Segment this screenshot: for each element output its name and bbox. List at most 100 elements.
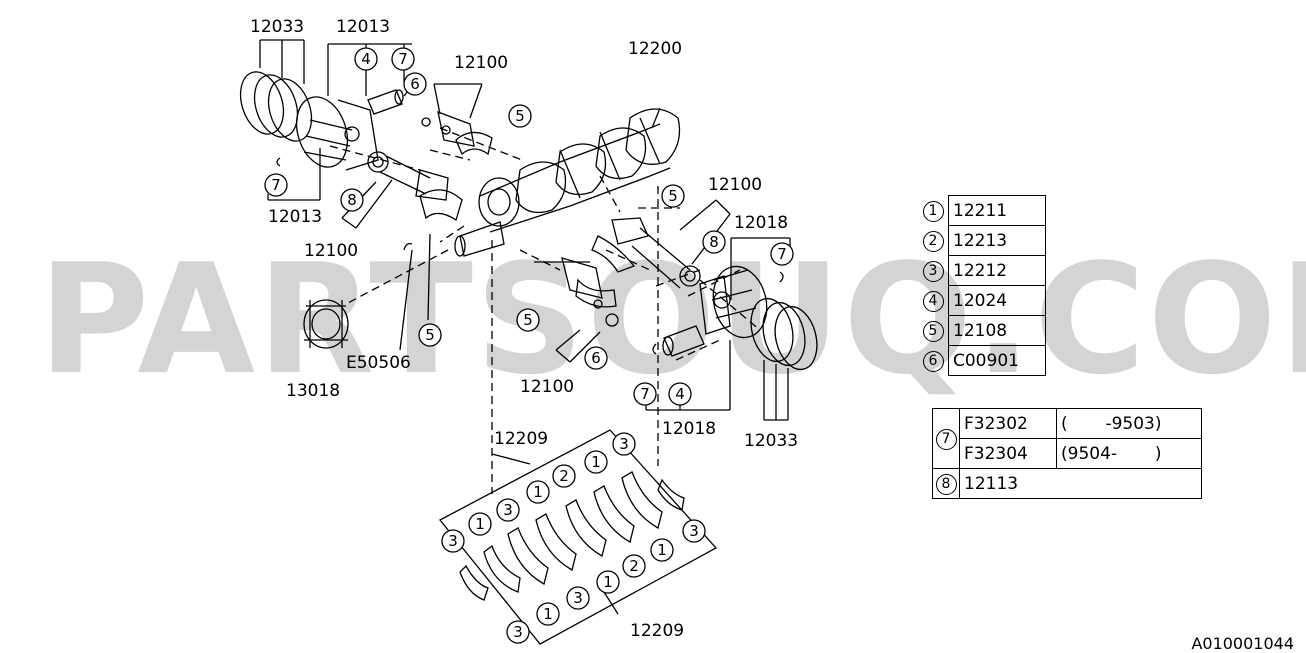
- marker-3[interactable]: 3: [573, 589, 583, 607]
- marker-1[interactable]: 1: [475, 515, 485, 533]
- variant-row: 7 F32302 ( -9503): [932, 408, 1202, 469]
- variant-code-cell[interactable]: F32302: [959, 408, 1057, 439]
- marker-7[interactable]: 7: [271, 176, 281, 194]
- callout-rings-right[interactable]: 12033: [744, 431, 798, 451]
- reference-key-cell: 4: [918, 286, 949, 316]
- variant-row: 8 12113: [932, 468, 1202, 499]
- reference-code-cell[interactable]: 12108: [948, 315, 1046, 346]
- part-number-callouts: 12033 12013 12013 12100 12100 12200 1210…: [250, 17, 798, 641]
- piston-pin-right[interactable]: [662, 325, 705, 357]
- reference-key-circle: 3: [922, 260, 944, 282]
- reference-key-circle: 4: [922, 290, 944, 312]
- marker-1[interactable]: 1: [603, 573, 613, 591]
- marker-2[interactable]: 2: [629, 557, 639, 575]
- watermark-text: PARTSOUQ.COM: [38, 231, 1306, 408]
- callout-bearing-lower[interactable]: 12209: [630, 621, 684, 641]
- reference-code-cell[interactable]: 12024: [948, 285, 1046, 316]
- callout-piston-right-bottom[interactable]: 12018: [662, 419, 716, 439]
- reference-key-circle: 5: [922, 320, 944, 342]
- callout-rod-right-top[interactable]: 12100: [708, 175, 762, 195]
- callout-rod-left-top[interactable]: 12100: [454, 53, 508, 73]
- callout-piston-left-bottom[interactable]: 12013: [268, 207, 322, 227]
- marker-6[interactable]: 6: [410, 75, 420, 93]
- marker-8[interactable]: 8: [347, 191, 357, 209]
- marker-5[interactable]: 5: [425, 326, 435, 344]
- marker-4[interactable]: 4: [361, 50, 371, 68]
- reference-key-circle: 2: [922, 230, 944, 252]
- marker-3[interactable]: 3: [619, 435, 629, 453]
- dashed-guide-lines: [329, 127, 761, 494]
- reference-code-cell[interactable]: 12211: [948, 195, 1046, 226]
- marker-3[interactable]: 3: [503, 501, 513, 519]
- marker-6[interactable]: 6: [591, 349, 601, 367]
- reference-key-cell: 3: [918, 256, 949, 286]
- reference-code-cell[interactable]: 12212: [948, 255, 1046, 286]
- woodruff-key[interactable]: [403, 242, 413, 251]
- callout-piston-right-top[interactable]: 12018: [734, 213, 788, 233]
- rod-bearing-left[interactable]: [421, 110, 493, 156]
- reference-code-cell[interactable]: C00901: [948, 345, 1046, 376]
- marker-1[interactable]: 1: [543, 605, 553, 623]
- marker-1[interactable]: 1: [591, 453, 601, 471]
- reference-key-circle: 6: [922, 350, 944, 372]
- variant-code-cell[interactable]: F32304: [959, 438, 1057, 469]
- marker-7[interactable]: 7: [398, 50, 408, 68]
- marker-5[interactable]: 5: [668, 187, 678, 205]
- piston-rings-left[interactable]: [233, 66, 319, 146]
- marker-7[interactable]: 7: [640, 385, 650, 403]
- marker-3[interactable]: 3: [513, 623, 523, 641]
- rod-bearing-right[interactable]: [561, 257, 619, 327]
- marker-8[interactable]: 8: [709, 233, 719, 251]
- marker-7[interactable]: 7: [777, 245, 787, 263]
- circle-markers: [264, 47, 794, 644]
- marker-3[interactable]: 3: [448, 532, 458, 550]
- snap-ring-right-top[interactable]: [779, 271, 784, 283]
- variant-range-cell: (9504- ): [1056, 438, 1202, 469]
- callout-rod-left-bottom[interactable]: 12100: [304, 241, 358, 261]
- marker-2[interactable]: 2: [559, 467, 569, 485]
- callout-key[interactable]: E50506: [346, 353, 411, 373]
- connecting-rod-left[interactable]: [367, 151, 449, 201]
- reference-key-cell: 1: [918, 196, 949, 226]
- piston-left[interactable]: [288, 90, 379, 173]
- main-bearing-set[interactable]: [438, 429, 718, 645]
- callout-crankshaft[interactable]: 12200: [628, 39, 682, 59]
- circle-marker-numbers: 4 7 7 8 6 5 5 8 7 5 6 5 7 4 3 1 2 1 3 1 …: [271, 50, 787, 641]
- variant-key-cell: 8: [932, 468, 960, 499]
- callout-sprocket[interactable]: 13018: [286, 381, 340, 401]
- reference-key-cell: 5: [918, 316, 949, 346]
- callout-bearing-upper[interactable]: 12209: [494, 429, 548, 449]
- crank-sprocket[interactable]: [303, 299, 349, 349]
- variant-key-8: 8: [935, 473, 957, 495]
- marker-5[interactable]: 5: [515, 107, 525, 125]
- callout-rings-left[interactable]: 12033: [250, 17, 304, 37]
- crankshaft[interactable]: [454, 108, 681, 257]
- snap-ring-left-bottom[interactable]: [276, 157, 281, 167]
- marker-4[interactable]: 4: [675, 385, 685, 403]
- connecting-rod-right[interactable]: [591, 217, 701, 289]
- rod-cap-left[interactable]: [419, 189, 463, 222]
- piston-pin-left[interactable]: [367, 89, 404, 115]
- snap-ring-right-bottom[interactable]: [652, 343, 657, 355]
- diagram-code: A010001044: [1191, 634, 1294, 653]
- marker-1[interactable]: 1: [533, 483, 543, 501]
- reference-key-cell: 6: [918, 346, 949, 376]
- callout-piston-left-top[interactable]: 12013: [336, 17, 390, 37]
- reference-code-cell[interactable]: 12213: [948, 225, 1046, 256]
- variant-range-cell: ( -9503): [1056, 408, 1202, 439]
- callout-rod-right-bottom[interactable]: 12100: [520, 377, 574, 397]
- piston-rings-right[interactable]: [745, 294, 823, 374]
- marker-1[interactable]: 1: [657, 541, 667, 559]
- marker-3[interactable]: 3: [689, 522, 699, 540]
- marker-5[interactable]: 5: [523, 311, 533, 329]
- variant-code-cell[interactable]: 12113: [959, 468, 1202, 499]
- variant-key-cell: 7: [932, 408, 960, 469]
